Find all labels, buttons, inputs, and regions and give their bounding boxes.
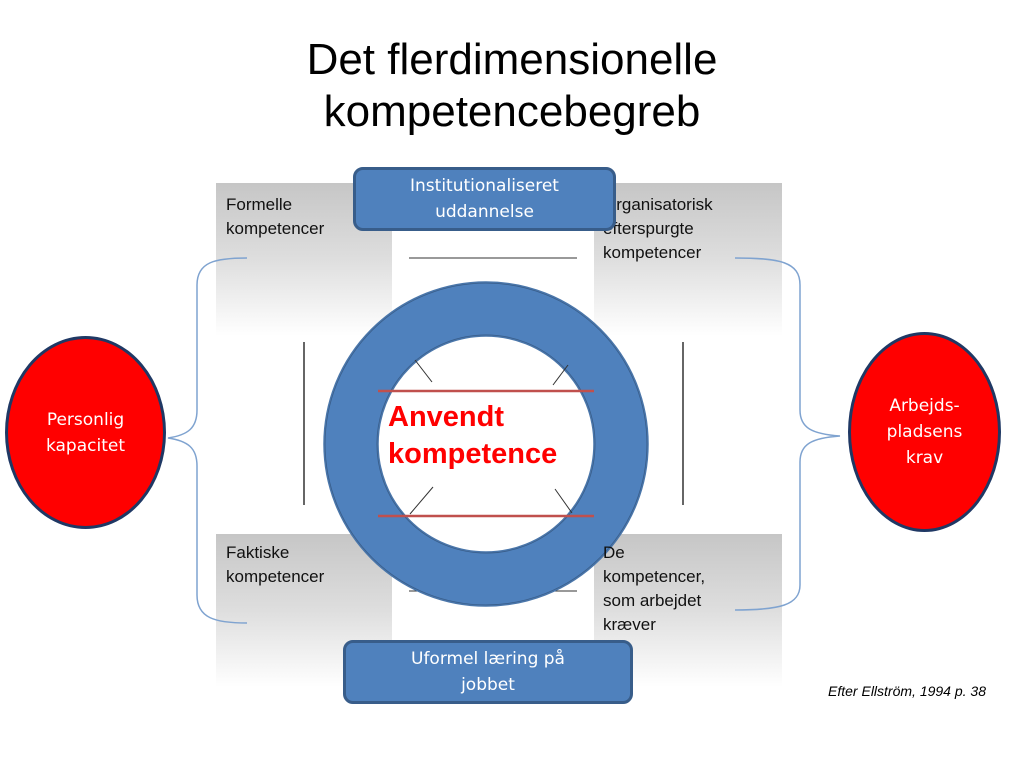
institutional-education-box: Institutionaliseret uddannelse [353, 167, 616, 231]
inner-diagonal-bottom-left [409, 486, 434, 515]
left-bracket [167, 257, 248, 624]
title-line-1: Det flerdimensionelle [306, 35, 718, 84]
quadrant-work-requirements-label: De kompetencer, som arbejdet kræver [603, 543, 706, 634]
title-line-2: kompetencebegreb [323, 87, 701, 136]
workplace-requirements-ellipse: Arbejds- pladsens krav [848, 332, 1001, 532]
page-title: Det flerdimensionelle kompetencebegreb [0, 34, 1024, 138]
informal-learning-box: Uformel læring på jobbet [343, 640, 633, 704]
inner-diagonal-top-right [552, 364, 569, 386]
inner-diagonal-bottom-right [554, 488, 573, 514]
source-citation: Efter Ellström, 1994 p. 38 [828, 683, 986, 699]
personal-capacity-ellipse: Personlig kapacitet [5, 336, 166, 529]
applied-competence-label: Anvendt kompetence [388, 401, 558, 470]
quadrant-organisational [594, 183, 782, 336]
quadrant-actual-label: Faktiske kompetencer [226, 543, 325, 586]
right-bracket [734, 257, 841, 611]
quadrant-organisational-label: Organisatorisk efterspurgte kompetencer [603, 195, 713, 262]
inner-diagonal-top-left [414, 359, 433, 383]
quadrant-formal-label: Formelle kompetencer [226, 195, 325, 238]
